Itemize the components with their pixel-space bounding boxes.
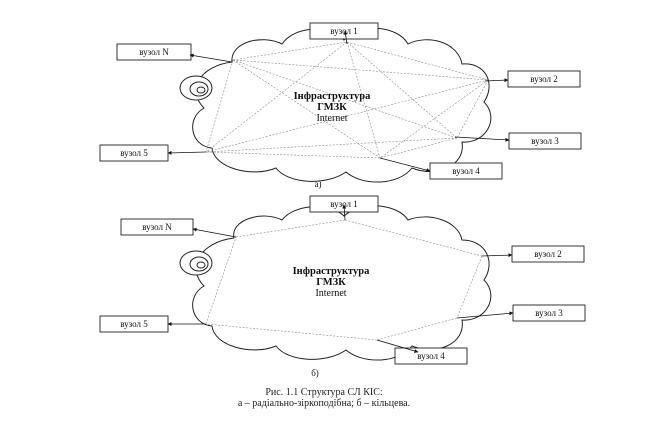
device-spiral-icon-a — [179, 75, 213, 101]
mesh-lines-a — [205, 41, 489, 159]
device-spiral-icon-b — [179, 250, 213, 276]
node-box-4-b — [394, 347, 468, 365]
node-box-1-b — [309, 195, 379, 213]
node-box-N-a — [116, 43, 192, 61]
ring-lines-b — [205, 219, 483, 341]
node-label-4-a: вузол 4 — [452, 166, 480, 176]
node-label-1-b: вузол 1 — [330, 199, 358, 209]
connectors-a — [167, 30, 510, 173]
cloud-title-a: Інфраструктура — [294, 91, 372, 102]
diagram-b: вузол 1 вузол N вузол 2 вузол 3 вузол 4 … — [99, 195, 586, 378]
figure-caption-line-1: Рис. 1.1 Структура СЛ КІС: — [265, 387, 383, 398]
connectors-b — [167, 204, 514, 353]
sublabel-a: а) — [315, 179, 322, 189]
node-label-N-a: вузол N — [139, 47, 169, 57]
node-label-4-b: вузол 4 — [417, 351, 445, 361]
node-label-5-b: вузол 5 — [120, 319, 148, 329]
cloud-subtitle-a: ГМЗК — [317, 102, 347, 113]
sublabel-b: б) — [311, 368, 319, 378]
node-label-3-b: вузол 3 — [535, 308, 563, 318]
node-box-N-b — [120, 218, 194, 236]
cloud-internet-a: Internet — [316, 113, 347, 124]
node-label-2-b: вузол 2 — [534, 249, 562, 259]
cloud-internet-b: Internet — [315, 288, 346, 299]
cloud-b — [192, 205, 492, 361]
cloud-a — [192, 27, 492, 183]
node-label-N-b: вузол N — [142, 222, 172, 232]
node-label-1-a: вузол 1 — [330, 26, 358, 36]
cloud-subtitle-b: ГМЗК — [316, 277, 346, 288]
diagram-a: вузол 1 вузол N вузол 2 вузол 3 вузол 4 … — [99, 22, 582, 189]
node-label-3-a: вузол 3 — [531, 136, 559, 146]
node-label-5-a: вузол 5 — [120, 148, 148, 158]
node-label-2-a: вузол 2 — [530, 74, 558, 84]
cloud-title-b: Інфраструктура — [293, 266, 371, 277]
figure-caption-line-2: а – радіально-зіркоподібна; б – кільцева… — [237, 398, 411, 409]
